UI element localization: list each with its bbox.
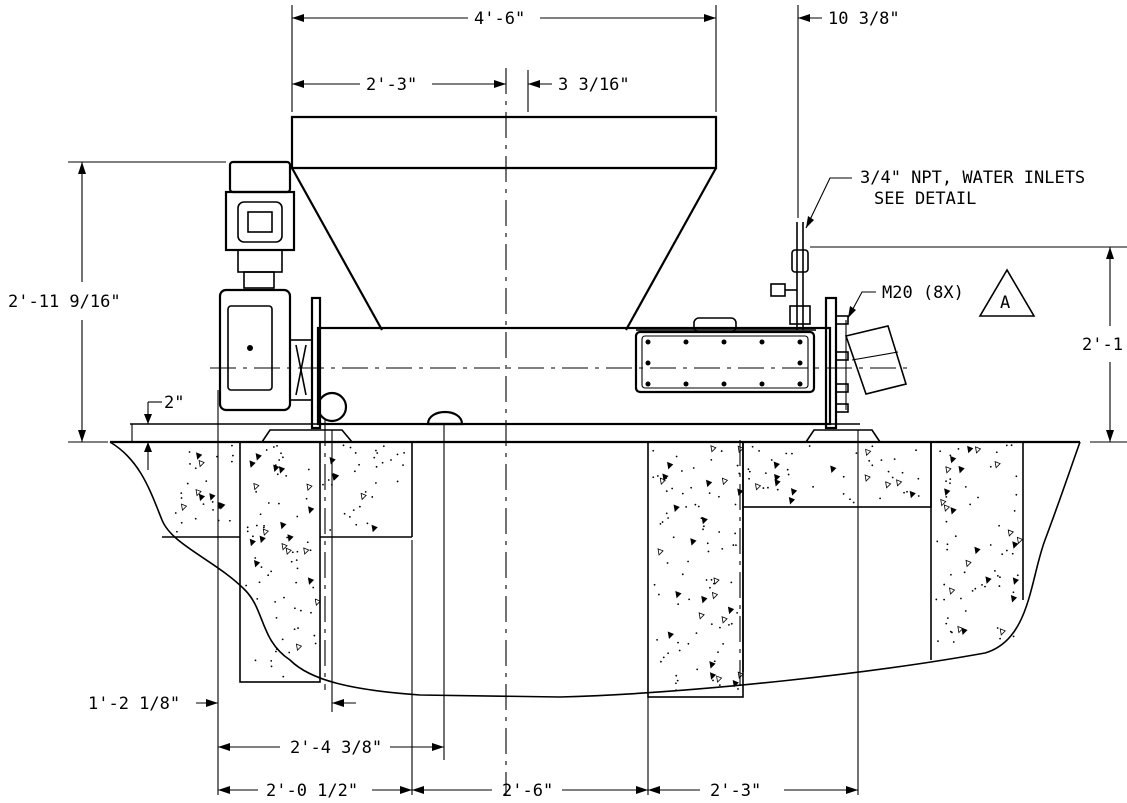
extension-lines <box>68 5 1127 795</box>
drive-motor <box>218 160 313 412</box>
note-bolts: M20 (8X) <box>882 283 964 303</box>
dim-bottom-2: 2'-6" <box>502 781 553 801</box>
leaders <box>805 177 876 319</box>
dimension-text: 4'-6" 10 3/8" 2'-3" 3 3/16" 2'-11 9/16" … <box>8 9 1123 801</box>
hopper <box>290 115 718 331</box>
dim-height-left: 2'-11 9/16" <box>8 292 121 312</box>
dim-footing-2: 2'-4 3/8" <box>290 738 382 758</box>
dim-hopper-offset: 3 3/16" <box>558 75 630 95</box>
dim-hopper-left: 2'-3" <box>366 75 417 95</box>
dim-inlet-offset: 10 3/8" <box>828 9 900 29</box>
mixer-trough <box>130 296 908 443</box>
dimension-lines <box>78 14 1114 794</box>
note-water-inlets-line1: 3/4" NPT, WATER INLETS <box>860 168 1085 188</box>
note-water-inlets-line2: SEE DETAIL <box>874 189 976 209</box>
water-inlet-valve <box>770 222 811 330</box>
dim-footing-1: 1'-2 1/8" <box>88 694 180 714</box>
concrete-hatch <box>174 444 1024 692</box>
dim-bottom-3: 2'-3" <box>710 781 761 801</box>
dim-gap: 2" <box>164 393 184 413</box>
detail-tag: A <box>978 268 1036 317</box>
center-lines <box>210 68 908 795</box>
dim-bottom-1: 2'-0 1/2" <box>266 781 358 801</box>
detail-tag-label: A <box>1000 293 1010 313</box>
dim-overall-width: 4'-6" <box>474 9 525 29</box>
foundation-slab <box>109 440 1081 698</box>
notes: 3/4" NPT, WATER INLETS SEE DETAIL M20 (8… <box>860 168 1085 303</box>
dim-height-right: 2'-1 <box>1082 335 1123 355</box>
cover-bolts <box>645 339 803 387</box>
